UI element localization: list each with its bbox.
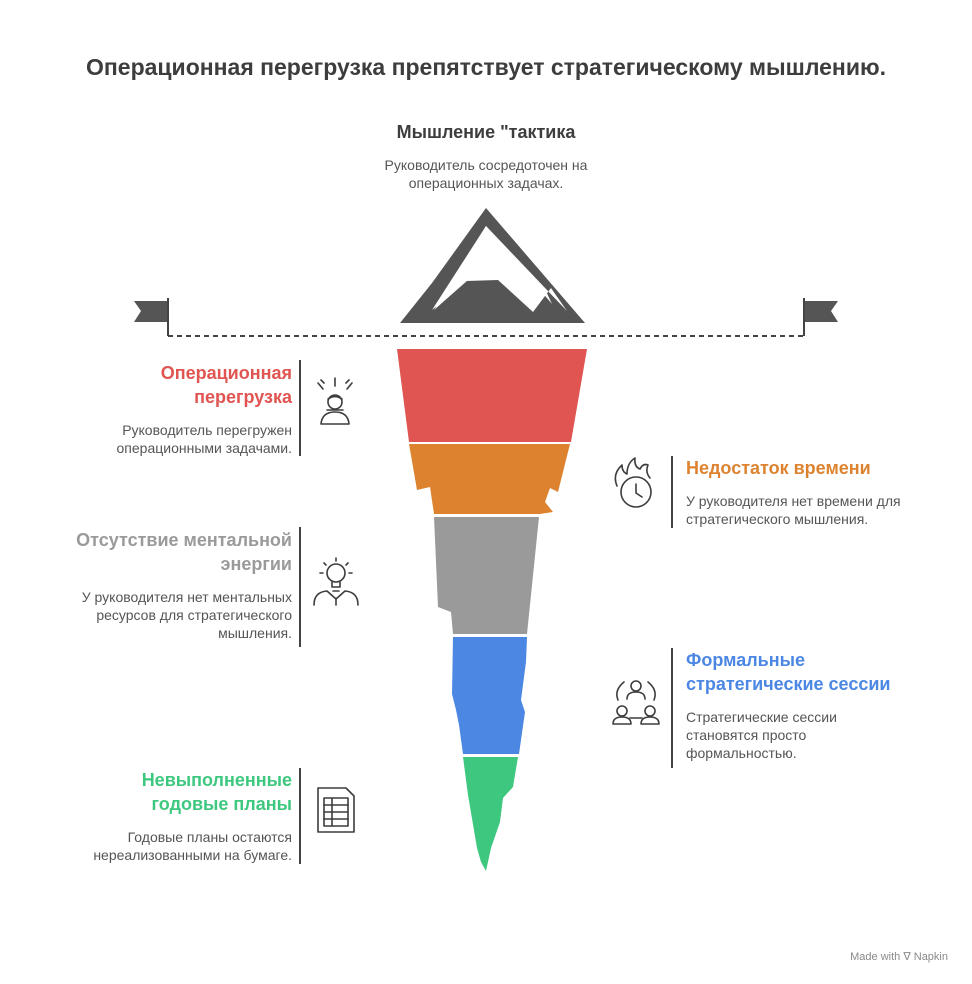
- item-heading: Отсутствие ментальной энергии: [76, 530, 292, 574]
- item-description: У руководителя нет ментальных ресурсов д…: [81, 589, 292, 641]
- layer-formal-sessions: [452, 637, 527, 754]
- item-no-mental-energy: Отсутствие ментальной энергии У руководи…: [0, 528, 292, 642]
- lightbulb-person-icon: [313, 557, 359, 606]
- item-description: У руководителя нет времени для стратегич…: [686, 493, 901, 527]
- flag-right: [805, 301, 838, 322]
- document-icon: [317, 787, 355, 833]
- item-heading: Недостаток времени: [686, 458, 871, 478]
- flag-left: [134, 301, 167, 322]
- burning-clock-icon: [614, 457, 652, 508]
- layer-lack-of-time: [409, 444, 570, 514]
- layer-unfulfilled-plans: [463, 757, 518, 871]
- made-with-label: Made with: [850, 951, 901, 963]
- mountain-snow: [434, 226, 552, 310]
- item-lack-of-time: Недостаток времени У руководителя нет вр…: [686, 456, 946, 528]
- made-with-badge[interactable]: Made with ∇ Napkin: [850, 950, 948, 963]
- mountain-tip: [400, 208, 585, 323]
- item-heading: Операционная перегрузка: [160, 363, 292, 407]
- layer-operational-overload: [397, 349, 587, 442]
- stressed-person-icon: [317, 377, 353, 425]
- tip-block: Мышление "тактика Руководитель сосредото…: [336, 122, 636, 192]
- item-description: Руководитель перегружен операционными за…: [116, 422, 292, 456]
- tip-heading: Мышление "тактика: [396, 122, 576, 142]
- item-unfulfilled-plans: Невыполненные годовые планы Годовые план…: [0, 768, 292, 864]
- page-title: Операционная перегрузка препятствует стр…: [86, 54, 886, 80]
- layer-no-mental-energy: [434, 517, 539, 634]
- tip-description: Руководитель сосредоточен на операционны…: [384, 157, 588, 191]
- brand-label: Napkin: [913, 951, 948, 963]
- item-heading: Невыполненные годовые планы: [141, 770, 292, 814]
- item-heading: Формальные стратегические сессии: [686, 650, 891, 694]
- team-meeting-icon: [612, 680, 660, 725]
- item-formal-sessions: Формальные стратегические сессии Стратег…: [686, 648, 946, 762]
- item-operational-overload: Операционная перегрузка Руководитель пер…: [0, 361, 292, 457]
- napkin-logo-icon: ∇: [903, 951, 911, 963]
- item-description: Годовые планы остаются нереализованными …: [93, 829, 292, 863]
- item-description: Стратегические сессии становятся просто …: [686, 709, 837, 761]
